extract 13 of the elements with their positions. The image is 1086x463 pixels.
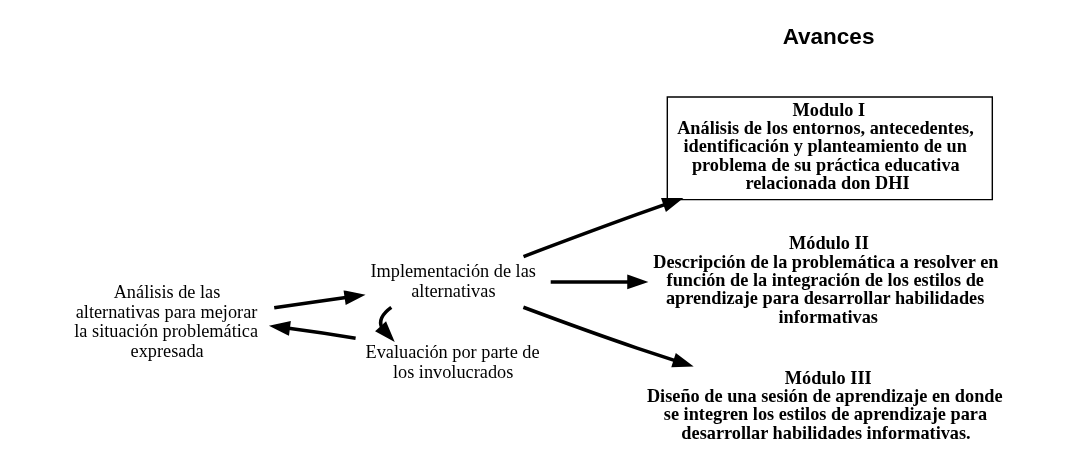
node-text: Análisis de las alternativas para mejorar la situación problemática expresada — [73, 281, 258, 361]
arrow — [522, 305, 694, 367]
arrow — [268, 320, 356, 340]
node-text: Módulo II Descripción de la problemática a resolver en función de la integración de los estilos de aprendizaje para desarrollar habilidades informativas — [652, 232, 999, 327]
arrow — [550, 274, 648, 289]
node-box: Modulo I Análisis de los entornos, antecedentes, identificación y planteamiento de un problema de su práctica educativa relacionada don DHI — [666, 95, 993, 200]
arrow — [273, 289, 366, 310]
node-text: Implementación de las alternativas — [369, 260, 536, 301]
node-text: Módulo III Diseño de una sesión de aprendizaje en donde se integren los estilos de aprendizaje para desarrollar habilidades informativas. — [646, 367, 1003, 443]
node-text: Evaluación por parte de los involucrados — [365, 341, 540, 382]
arrow — [522, 197, 683, 258]
arrow — [374, 305, 395, 342]
label: Avances — [782, 23, 874, 49]
